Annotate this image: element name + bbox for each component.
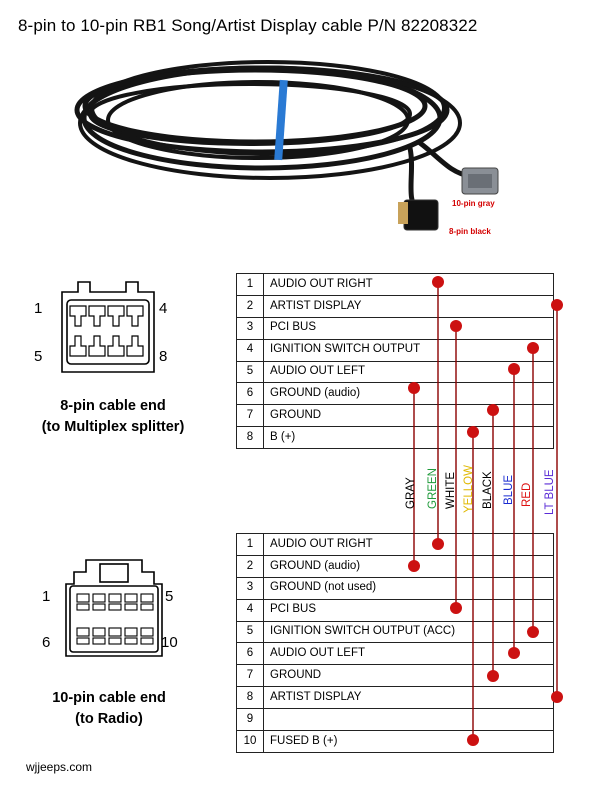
pin-number: 5 [236,620,264,644]
8pin-plug-icon [398,199,439,231]
pin-number: 3 [236,316,264,340]
conn8-pin5-label: 5 [34,348,43,365]
pin-function: GROUND [263,404,554,428]
pin-number: 4 [236,338,264,362]
pin-number: 8 [236,426,264,450]
pin-number: 6 [236,642,264,666]
wire-label-red: RED [521,483,533,507]
conn10-pin10-label: 10 [161,634,178,651]
conn8-caption-line1: 8-pin cable end [60,398,166,414]
wire-label-blue: BLUE [503,475,515,505]
pin-function: ARTIST DISPLAY [263,686,554,710]
pin-function: GROUND (audio) [263,382,554,406]
pin-function: GROUND (not used) [263,576,554,600]
conn10-pin6-label: 6 [42,634,51,651]
wire-label-white: WHITE [445,472,457,509]
table10-row: 9 [236,708,554,732]
pin-function: B (+) [263,426,554,450]
pin-function: PCI BUS [263,598,554,622]
photo-tag-10pin: 10-pin gray [452,199,495,208]
pin-function: PCI BUS [263,316,554,340]
pin-function: AUDIO OUT RIGHT [263,273,554,296]
pin-function: IGNITION SWITCH OUTPUT [263,338,554,362]
page-title: 8-pin to 10-pin RB1 Song/Artist Display … [18,16,478,35]
pin-number: 1 [236,273,264,296]
wire-label-lt-blue: LT BLUE [544,469,556,515]
pin-function: IGNITION SWITCH OUTPUT (ACC) [263,620,554,644]
conn8-pin8-label: 8 [159,348,168,365]
wire-label-yellow: YELLOW [463,465,475,513]
pin-function: GROUND [263,664,554,688]
pin-number: 6 [236,382,264,406]
pin-number: 7 [236,664,264,688]
pin-number: 7 [236,404,264,428]
pin-number: 9 [236,708,264,732]
pin-number: 2 [236,554,264,578]
pin-function: AUDIO OUT LEFT [263,360,554,384]
cable-photo [74,60,499,231]
conn10-caption-line1: 10-pin cable end [52,690,166,706]
pin-number: 8 [236,686,264,710]
conn8-pin1-label: 1 [34,300,43,317]
pin-function: ARTIST DISPLAY [263,294,554,318]
pin-function: AUDIO OUT RIGHT [263,533,554,556]
wire-label-gray: GRAY [405,477,417,509]
conn10-caption: 10-pin cable end (to Radio) [4,688,214,730]
wire-label-black: BLACK [482,471,494,509]
site-credit: wjjeeps.com [26,760,93,774]
pin-function: FUSED B (+) [263,730,554,753]
pin-function [263,708,554,732]
pin-number: 5 [236,360,264,384]
pin-number: 4 [236,598,264,622]
conn8-pin4-label: 4 [159,300,168,317]
pin-number: 3 [236,576,264,600]
conn10-pin5-label: 5 [165,588,174,605]
conn8-caption-line2: (to Multiplex splitter) [41,419,185,435]
pin-function: GROUND (audio) [263,554,554,578]
photo-tag-8pin: 8-pin black [449,227,491,236]
pin-number: 1 [236,533,264,556]
pin-number: 10 [236,730,264,753]
wire-label-green: GREEN [427,468,439,509]
10pin-plug-icon [461,167,499,195]
pin-function: AUDIO OUT LEFT [263,642,554,666]
conn10-caption-line2: (to Radio) [75,711,143,727]
pin-number: 2 [236,294,264,318]
conn8-caption: 8-pin cable end (to Multiplex splitter) [8,396,218,438]
conn10-pin1-label: 1 [42,588,51,605]
